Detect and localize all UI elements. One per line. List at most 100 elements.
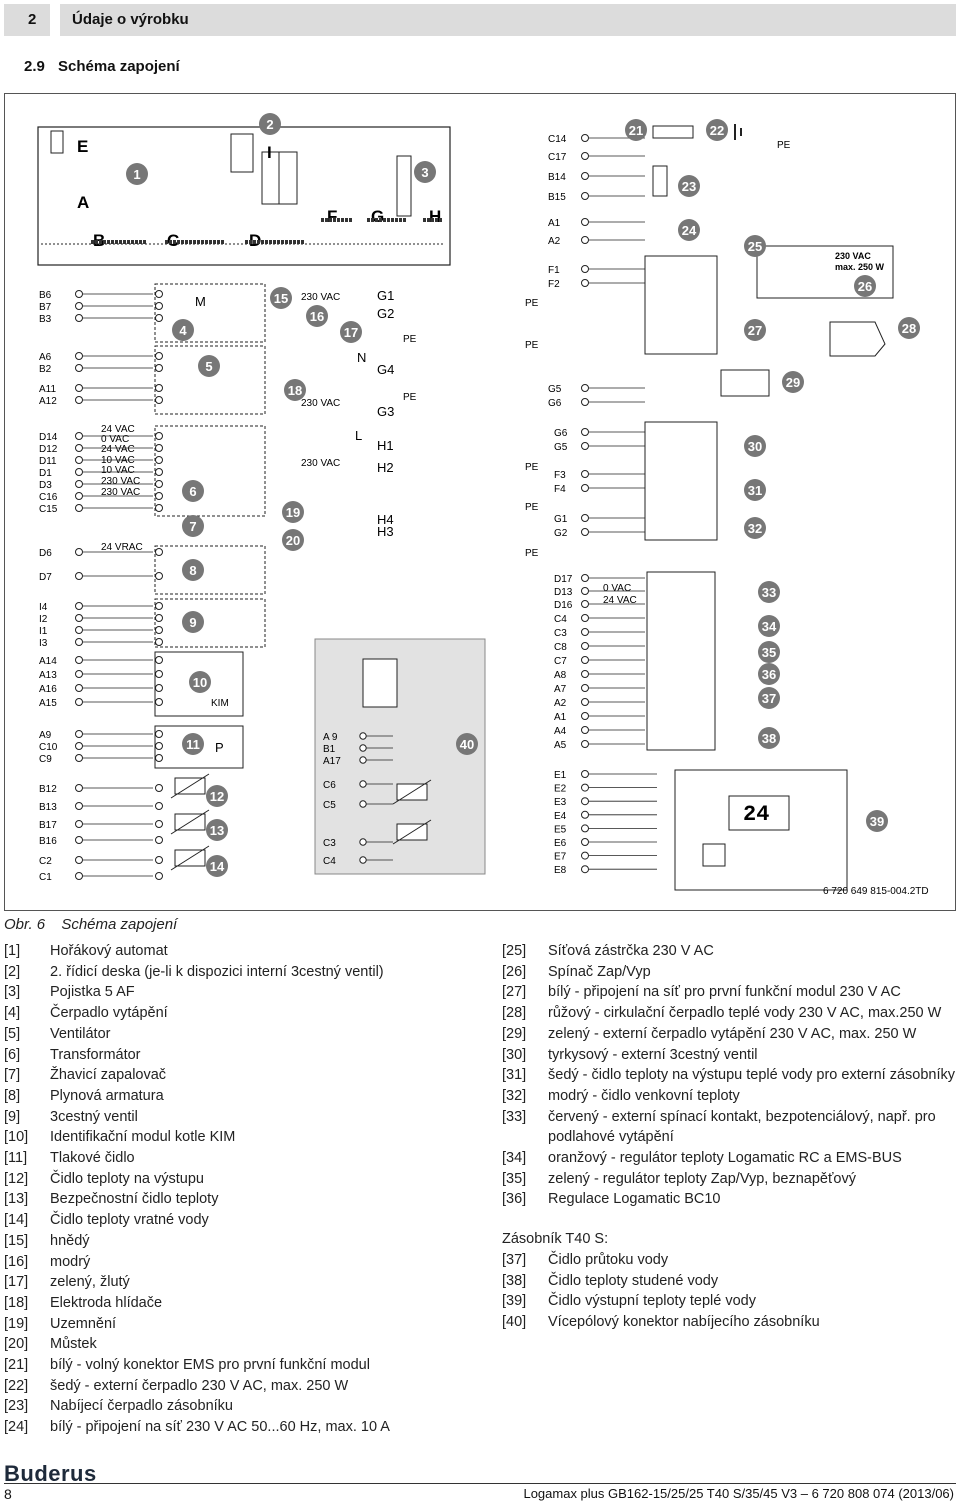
footer-rule (4, 1483, 956, 1484)
terminal-label: F3 (554, 470, 566, 481)
page-number: 8 (4, 1486, 12, 1502)
legend-item: [22]šedý - externí čerpadlo 230 V AC, ma… (4, 1376, 390, 1397)
pin (273, 240, 276, 244)
terminal-label: G1 (554, 514, 568, 525)
terminal-label: C3 (554, 628, 567, 639)
legend-key: [7] (4, 1067, 21, 1084)
legend-key: [16] (4, 1253, 29, 1270)
legend-item: [40]Vícepólový konektor nabíjecího zásob… (502, 1312, 955, 1333)
terminal-dot (581, 470, 589, 478)
section-heading: 2.9 Schéma zapojení (24, 58, 180, 75)
terminal-dot (75, 548, 83, 556)
callout-number: 11 (186, 737, 200, 752)
callout-number: 28 (902, 321, 916, 336)
callout-badge (172, 319, 194, 341)
pin (371, 218, 374, 222)
legend-key: [1] (4, 943, 21, 959)
terminal-label: C16 (39, 492, 58, 503)
diagram-label: P (215, 740, 224, 755)
diagram-label: 230 VAC (301, 458, 340, 469)
voltage-label: 24 VAC (101, 424, 135, 435)
terminal-label: G6 (554, 428, 568, 439)
terminal-dot (75, 872, 83, 880)
callout-number: 10 (193, 675, 207, 690)
pin (99, 240, 102, 244)
diagram-label: H3 (377, 524, 394, 539)
pin (423, 218, 426, 222)
pin (285, 240, 288, 244)
legend-text: zelený - externí čerpadlo vytápění 230 V… (548, 1025, 917, 1042)
legend-item: [9]3cestný ventil (4, 1107, 390, 1128)
pin (265, 240, 268, 244)
legend-key: [31] (502, 1067, 527, 1084)
terminal-label: C7 (554, 656, 567, 667)
pin (383, 218, 386, 222)
terminal-dot (155, 572, 163, 580)
terminal-label: I2 (39, 614, 48, 625)
legend-key: [33] (502, 1108, 527, 1125)
legend-key: [9] (4, 1108, 21, 1125)
terminal-label: B2 (39, 364, 52, 375)
terminal-label: D1 (39, 468, 52, 479)
pin (277, 240, 280, 244)
callout-badge (678, 219, 700, 241)
legend-item: [28]růžový - cirkulační čerpadlo teplé v… (502, 1003, 955, 1024)
terminal-dot (581, 656, 589, 664)
board-letter: I (267, 143, 272, 162)
legend-item: [4]Čerpadlo vytápění (4, 1003, 390, 1024)
pin (387, 218, 390, 222)
pin (95, 240, 98, 244)
diagram-label: H4 (377, 512, 394, 527)
pin (189, 240, 192, 244)
legend-item: [36]Regulace Logamatic BC10 (502, 1189, 955, 1210)
terminal-dot (155, 314, 163, 322)
terminal-dot (581, 218, 589, 226)
callout-badge (284, 379, 306, 401)
terminal-dot (581, 614, 589, 622)
callout-number: 36 (762, 667, 776, 682)
legend-text: bílý - volný konektor EMS pro první funk… (50, 1357, 370, 1374)
terminal-label: D16 (554, 600, 573, 611)
terminal-dot (155, 290, 163, 298)
callout-badge (678, 175, 700, 197)
pin (341, 218, 344, 222)
legend-text: Hořákový automat (50, 943, 168, 959)
terminal-dot (75, 656, 83, 664)
callout-number: 4 (179, 323, 187, 338)
terminal-label: E2 (554, 784, 567, 795)
legend-item: [23]Nabíjecí čerpadlo zásobníku (4, 1396, 390, 1417)
legend-text: tyrkysový - externí 3cestný ventil (548, 1046, 758, 1063)
pin (185, 240, 188, 244)
pin (193, 240, 196, 244)
callout-badge (206, 785, 228, 807)
callout-badge (898, 317, 920, 339)
legend-item: [19]Uzemnění (4, 1314, 390, 1335)
legend-text: Čerpadlo vytápění (50, 1005, 168, 1022)
terminal-dot (75, 670, 83, 678)
terminal-dot (581, 442, 589, 450)
terminal-dot (581, 712, 589, 720)
pin (379, 218, 382, 222)
voltage-label: 230 VAC (101, 476, 140, 487)
callout-badge (182, 611, 204, 633)
terminal-dot (155, 504, 163, 512)
terminal-label: A2 (554, 698, 567, 709)
terminal-dot (581, 528, 589, 536)
callout-number: 35 (762, 645, 776, 660)
pin (209, 240, 212, 244)
legend-key: [20] (4, 1336, 29, 1353)
terminal-label: D14 (39, 432, 58, 443)
terminal-dot (581, 628, 589, 636)
terminal-dot (581, 824, 589, 833)
diagram-label: PE (403, 334, 417, 345)
legend-item: [7]Žhavicí zapalovač (4, 1065, 390, 1086)
storage-terminal-label: C5 (323, 800, 336, 811)
chapter-header: 2 Údaje o výrobku (4, 4, 956, 36)
legend-item: [16]modrý (4, 1252, 390, 1273)
pin (439, 218, 442, 222)
legend-text: Čidlo průtoku vody (548, 1251, 669, 1268)
terminal-label: C14 (548, 134, 567, 145)
terminal-dot (581, 810, 589, 819)
terminal-dot (581, 740, 589, 748)
pin (135, 240, 138, 244)
